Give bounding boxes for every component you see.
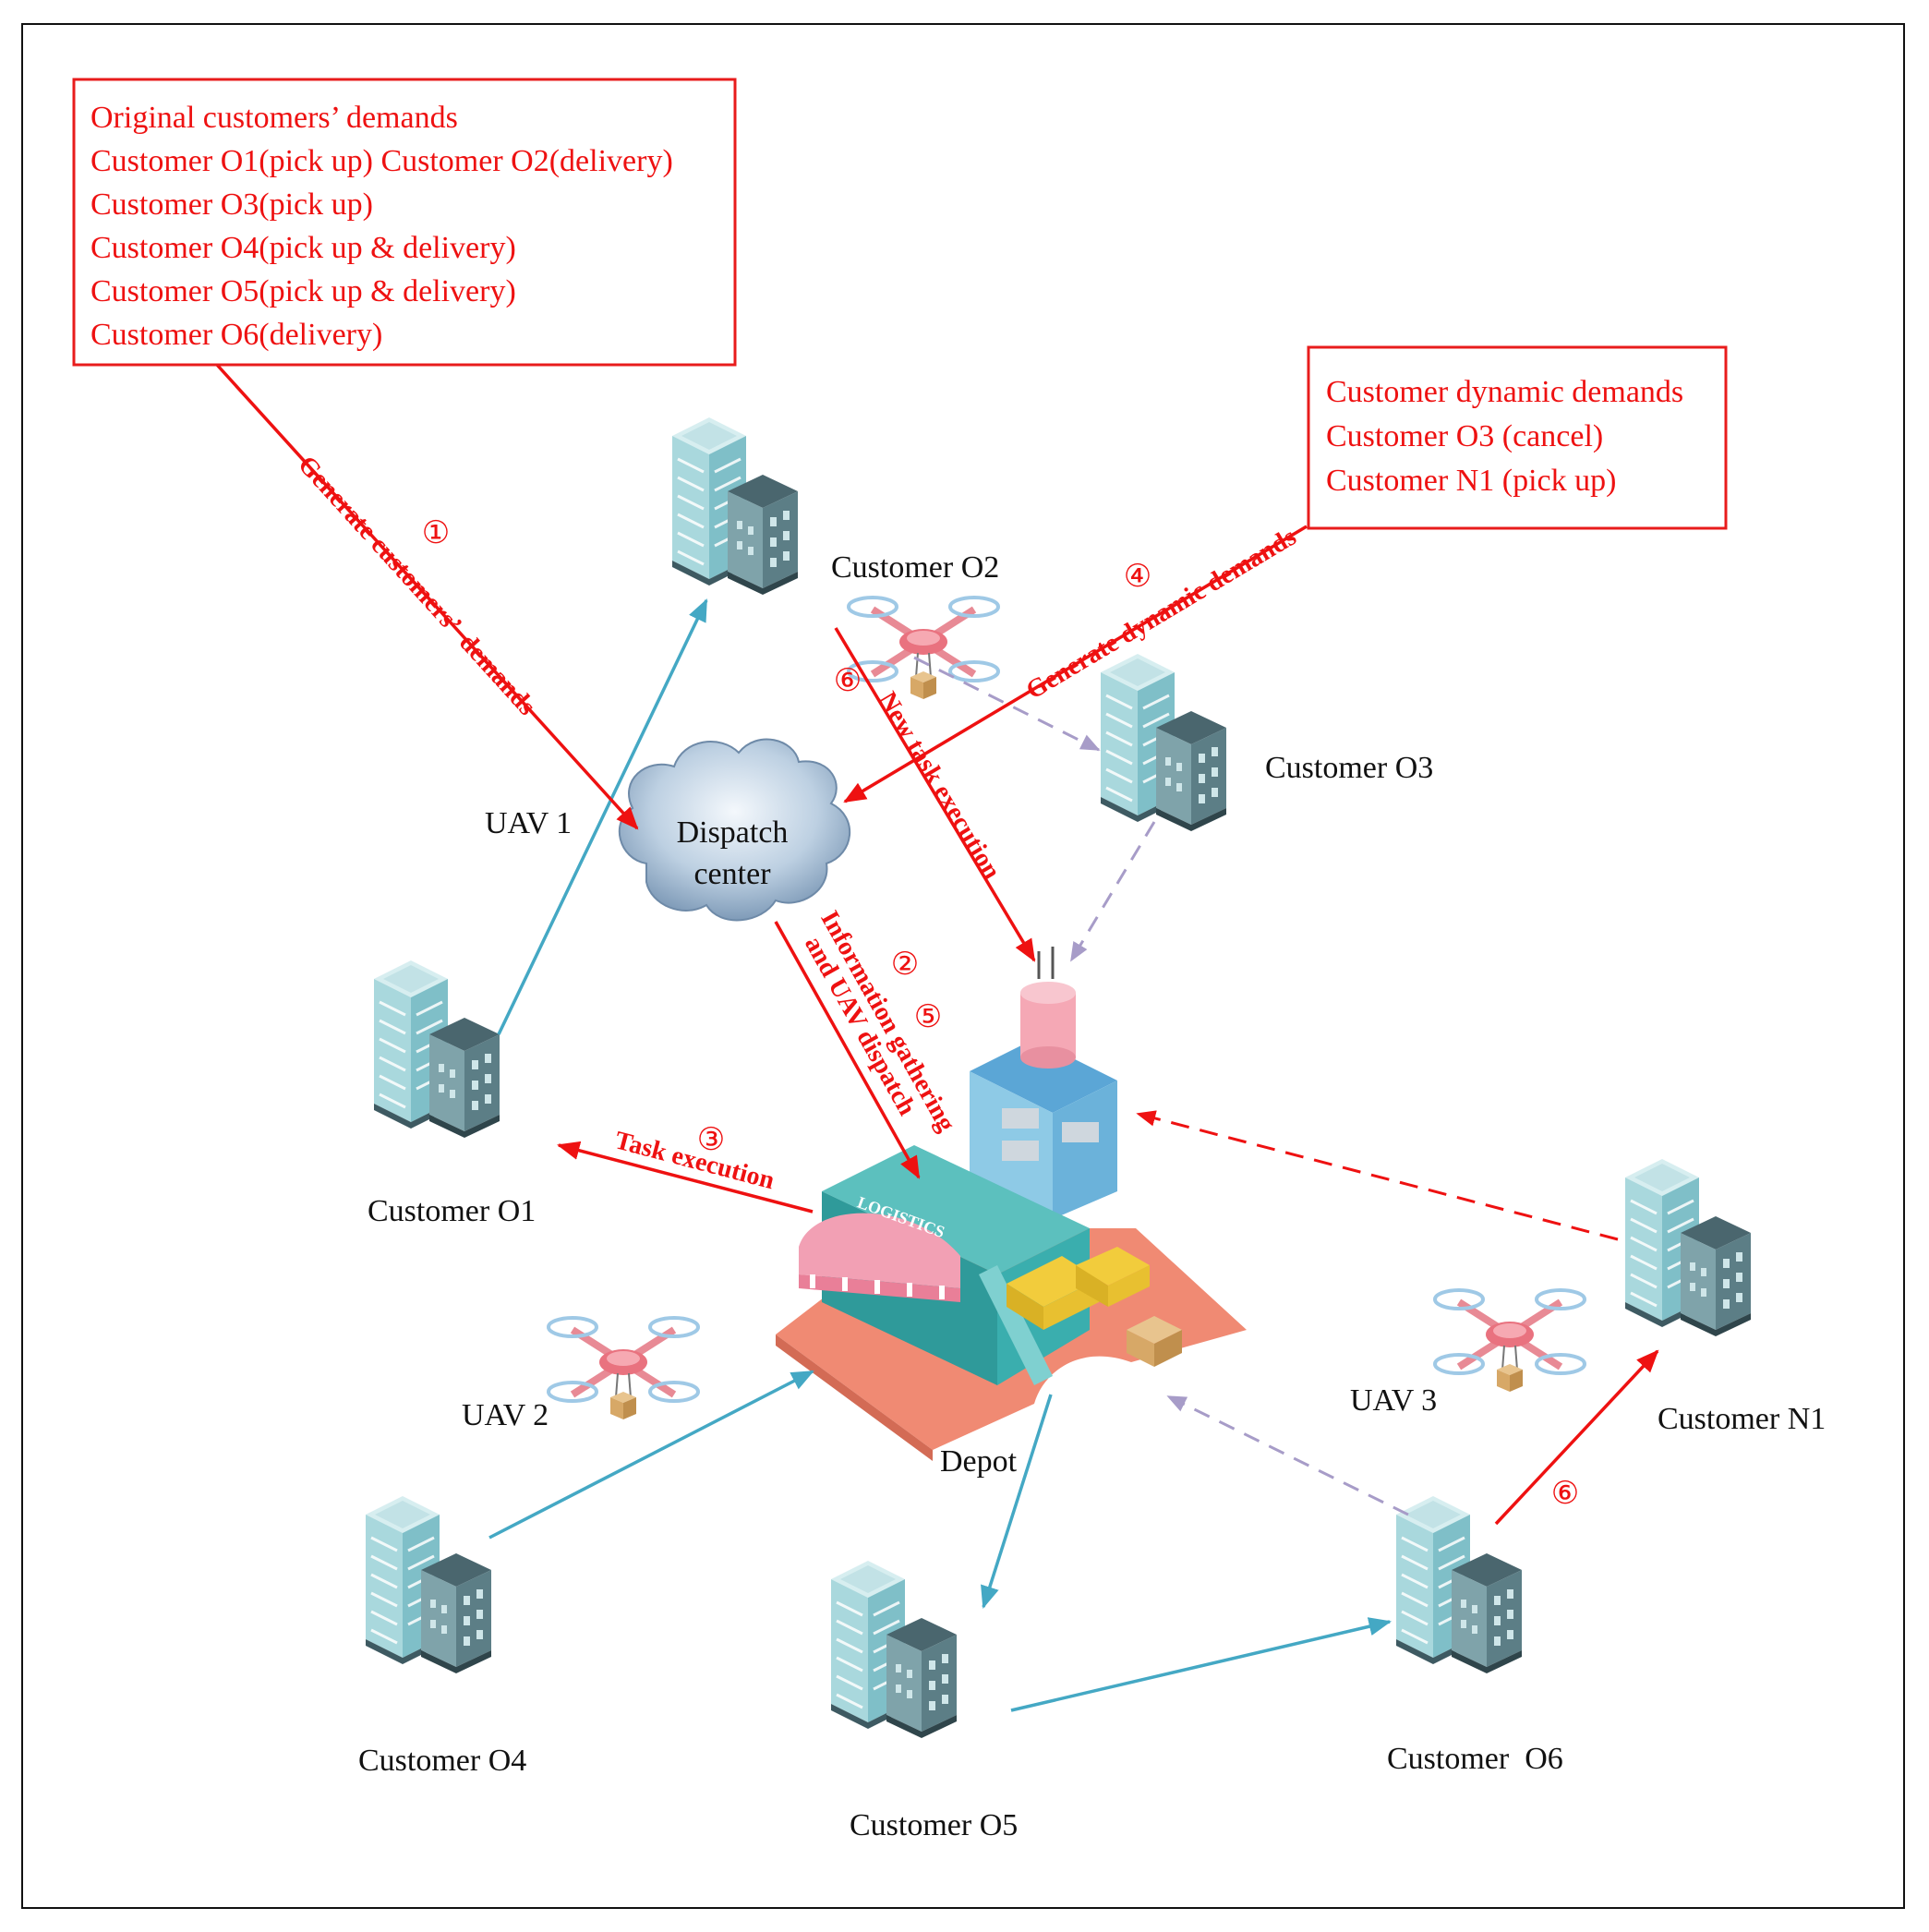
- route-o2-o3-dashed: [913, 656, 1101, 752]
- figure-frame: [21, 23, 1905, 1909]
- dynamic-demands-line-3: Customer N1 (pick up): [1326, 464, 1616, 498]
- building-customer-o2: [670, 416, 800, 597]
- uav3-label: UAV 3: [1350, 1383, 1437, 1418]
- original-demands-line-5: Customer O5(pick up & delivery): [90, 274, 516, 308]
- customer-o6-label: Customer O6: [1387, 1742, 1563, 1776]
- route-depot-o5: [981, 1394, 1053, 1609]
- arrow-generate-dynamic-demands: [843, 525, 1308, 803]
- step-marker-6a: ⑥: [834, 664, 862, 698]
- route-o6-depot-dashed: [1166, 1395, 1409, 1516]
- route-uav1-o1-o2: [497, 598, 708, 1035]
- dynamic-demands-line-2: Customer O3 (cancel): [1326, 419, 1603, 453]
- building-customer-n1: [1623, 1157, 1753, 1338]
- building-customer-o3: [1099, 652, 1228, 833]
- original-demands-line-6: Customer O6(delivery): [90, 318, 382, 352]
- route-o3-depot-dashed: [1069, 821, 1156, 962]
- customer-o3-label: Customer O3: [1265, 751, 1433, 785]
- step-marker-6b: ⑥: [1551, 1477, 1579, 1511]
- arrow-o6-n1: [1494, 1349, 1659, 1526]
- step-marker-4: ④: [1124, 560, 1151, 594]
- original-demands-box: Original customers’ demands Customer O1(…: [72, 78, 737, 367]
- building-customer-o5: [829, 1559, 958, 1740]
- customer-o4-label: Customer O4: [358, 1744, 526, 1778]
- edge-label-task-execution: Task execution: [612, 1126, 778, 1195]
- customer-o5-label: Customer O5: [850, 1808, 1018, 1842]
- building-customer-o6: [1394, 1494, 1524, 1675]
- customer-n1-label: Customer N1: [1658, 1402, 1826, 1436]
- uav-drone-icon-3: [1435, 1290, 1585, 1392]
- building-customer-o4: [364, 1494, 493, 1675]
- edge-label-generate-customers-demands: Generate customers’ demands: [292, 451, 541, 721]
- original-demands-line-3: Customer O3(pick up): [90, 187, 373, 222]
- depot-label: Depot: [940, 1444, 1018, 1479]
- customer-o2-label: Customer O2: [831, 550, 999, 585]
- dispatch-center-cloud: [618, 738, 851, 922]
- original-demands-line-1: Original customers’ demands: [90, 101, 458, 135]
- dispatch-center-label-2: center: [693, 857, 771, 891]
- step-marker-2: ②: [891, 948, 919, 982]
- dynamic-demands-line-1: Customer dynamic demands: [1326, 375, 1683, 409]
- building-customer-o1: [372, 959, 501, 1140]
- dynamic-demands-box: Customer dynamic demands Customer O3 (ca…: [1307, 345, 1728, 530]
- original-demands-line-4: Customer O4(pick up & delivery): [90, 231, 516, 265]
- step-marker-3: ③: [697, 1123, 725, 1157]
- step-marker-5: ⑤: [914, 1000, 942, 1034]
- uav1-label: UAV 1: [485, 806, 572, 840]
- arrow-n1-depot-dashed: [1136, 1110, 1619, 1241]
- arrow-generate-demands: [215, 363, 639, 830]
- arrow-new-task-execution: [834, 627, 1036, 962]
- route-o5-o6: [1010, 1617, 1392, 1712]
- original-demands-line-2: Customer O1(pick up) Customer O2(deliver…: [90, 144, 673, 178]
- uav-drone-icon-1: [849, 598, 998, 699]
- step-marker-1: ①: [422, 516, 450, 550]
- uav2-label: UAV 2: [462, 1398, 549, 1432]
- arrow-task-execution: [557, 1141, 814, 1214]
- depot-illustration: LOGISTICS: [776, 947, 1247, 1461]
- route-uav2-o4-depot: [488, 1370, 814, 1540]
- arrow-info-gathering: [774, 921, 921, 1179]
- customer-o1-label: Customer O1: [368, 1194, 536, 1228]
- dispatch-center-label-1: Dispatch: [677, 815, 789, 850]
- uav-drone-icon-2: [549, 1318, 698, 1419]
